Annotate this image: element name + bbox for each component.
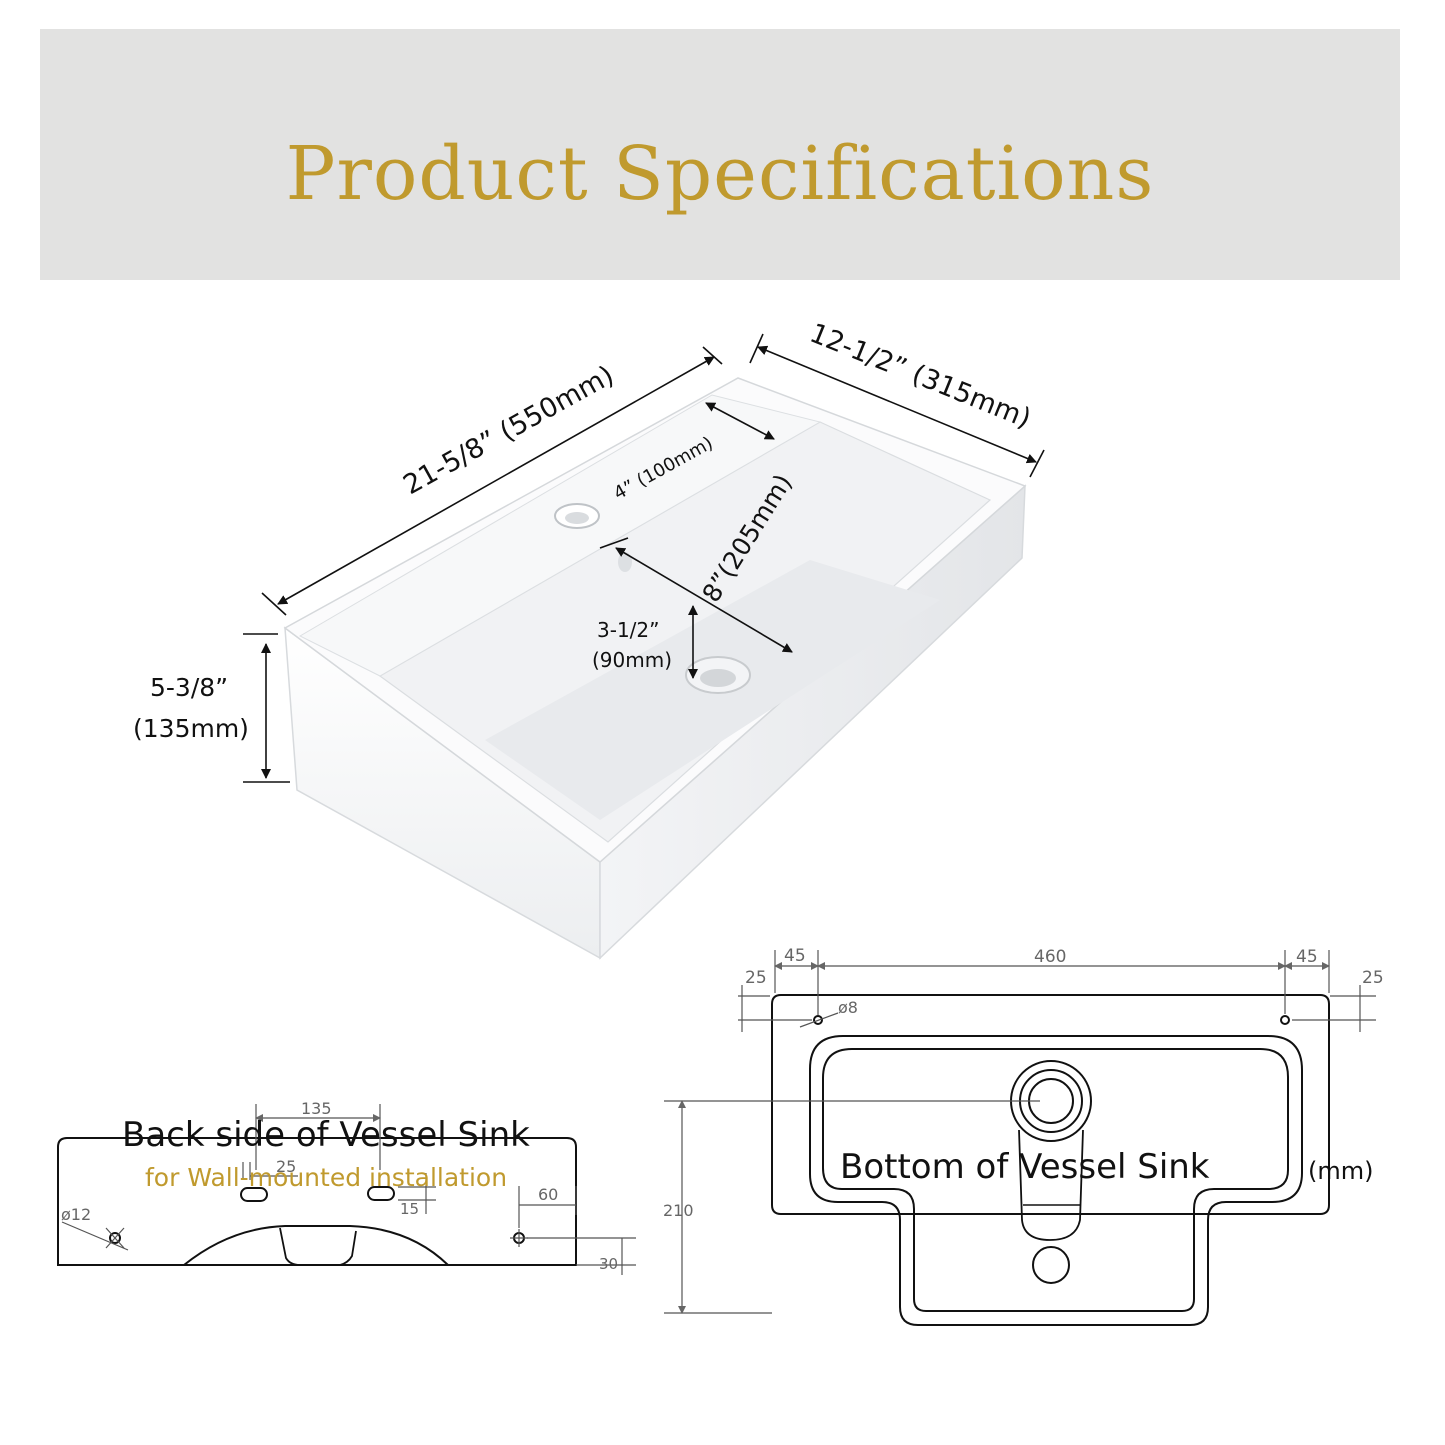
- back-side-drawing: [57, 1137, 577, 1266]
- dim-45-left: 45: [784, 946, 806, 966]
- dim-phi8: ø8: [838, 998, 858, 1017]
- drain-offset-mm-label: (90mm): [592, 648, 672, 672]
- dim-phi12: ø12: [61, 1205, 91, 1224]
- bottom-dimension-lines: [664, 950, 1376, 1314]
- back-view-subtitle: for Wall-mounted installation: [145, 1163, 508, 1192]
- back-side-dimension-lines: [61, 1104, 636, 1275]
- dim-25-left: 25: [745, 968, 767, 988]
- unit-label: (mm): [1308, 1157, 1374, 1185]
- header-banner: Product Specifications: [40, 29, 1400, 280]
- height-in-label: 5-3/8”: [150, 673, 228, 702]
- page-title: Product Specifications: [285, 131, 1155, 217]
- bottom-drawing: [771, 994, 1330, 1326]
- bottom-dim-labels: 45 460 45 25 25 ø8 210: [663, 946, 1384, 1220]
- drain-offset-in-label: 3-1/2”: [597, 618, 660, 642]
- dim-25-back: 25: [276, 1157, 296, 1176]
- perspective-dimensions: [243, 333, 1045, 783]
- dim-45-right: 45: [1296, 947, 1318, 967]
- dim-60: 60: [538, 1185, 558, 1204]
- dim-30: 30: [599, 1255, 618, 1273]
- dim-135: 135: [301, 1099, 332, 1118]
- dim-15: 15: [400, 1200, 419, 1218]
- dim-25-right: 25: [1362, 968, 1384, 988]
- bottom-view-title: Bottom of Vessel Sink: [840, 1147, 1210, 1187]
- height-mm-label: (135mm): [133, 714, 249, 743]
- dim-460: 460: [1034, 947, 1066, 967]
- back-view-title: Back side of Vessel Sink: [122, 1115, 530, 1155]
- back-side-dim-labels: 135 25 15 ø12 60 30: [61, 1099, 618, 1273]
- dim-210: 210: [663, 1201, 694, 1220]
